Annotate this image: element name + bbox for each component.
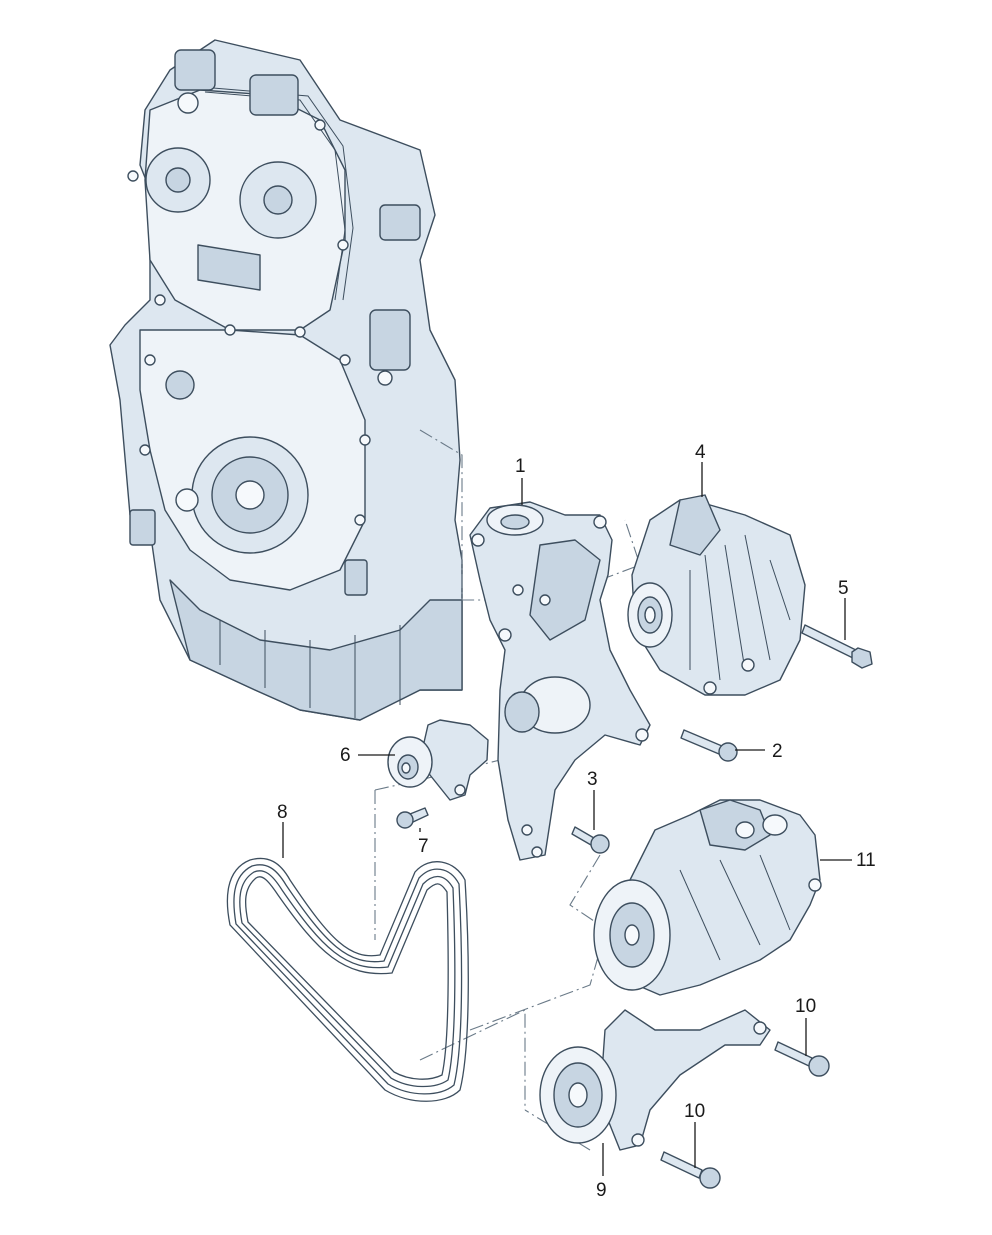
- bolt-10-lower: [660, 1151, 721, 1189]
- ribbed-v-belt: [226, 857, 469, 1102]
- bolt-3: [571, 826, 610, 854]
- accessory-bracket: [469, 501, 651, 861]
- bolt-2: [680, 729, 738, 762]
- callout-7: 7: [418, 836, 429, 857]
- bolt-10-upper: [774, 1041, 830, 1077]
- bolt-7: [396, 807, 429, 829]
- callout-3: 3: [587, 769, 598, 790]
- alternator: [627, 494, 806, 696]
- idler-pulley-bracket: [539, 1009, 771, 1151]
- callout-10-upper: 10: [795, 996, 816, 1017]
- belt-tensioner: [387, 719, 489, 801]
- callout-5: 5: [838, 578, 849, 599]
- engine-block: [109, 39, 463, 721]
- bolt-5: [801, 624, 873, 669]
- callout-8: 8: [277, 802, 288, 823]
- leader-lines: [282, 462, 852, 1176]
- ac-compressor: [593, 799, 822, 996]
- callout-4: 4: [695, 442, 706, 463]
- callout-9: 9: [596, 1180, 607, 1201]
- callout-6: 6: [340, 745, 351, 766]
- callout-10-lower: 10: [684, 1101, 705, 1122]
- callout-numbers: 1 4 5 2 3 6 7 8 11 10 10 9: [277, 442, 876, 1201]
- callout-1: 1: [515, 456, 526, 477]
- callout-11: 11: [856, 850, 876, 871]
- callout-2: 2: [772, 741, 783, 762]
